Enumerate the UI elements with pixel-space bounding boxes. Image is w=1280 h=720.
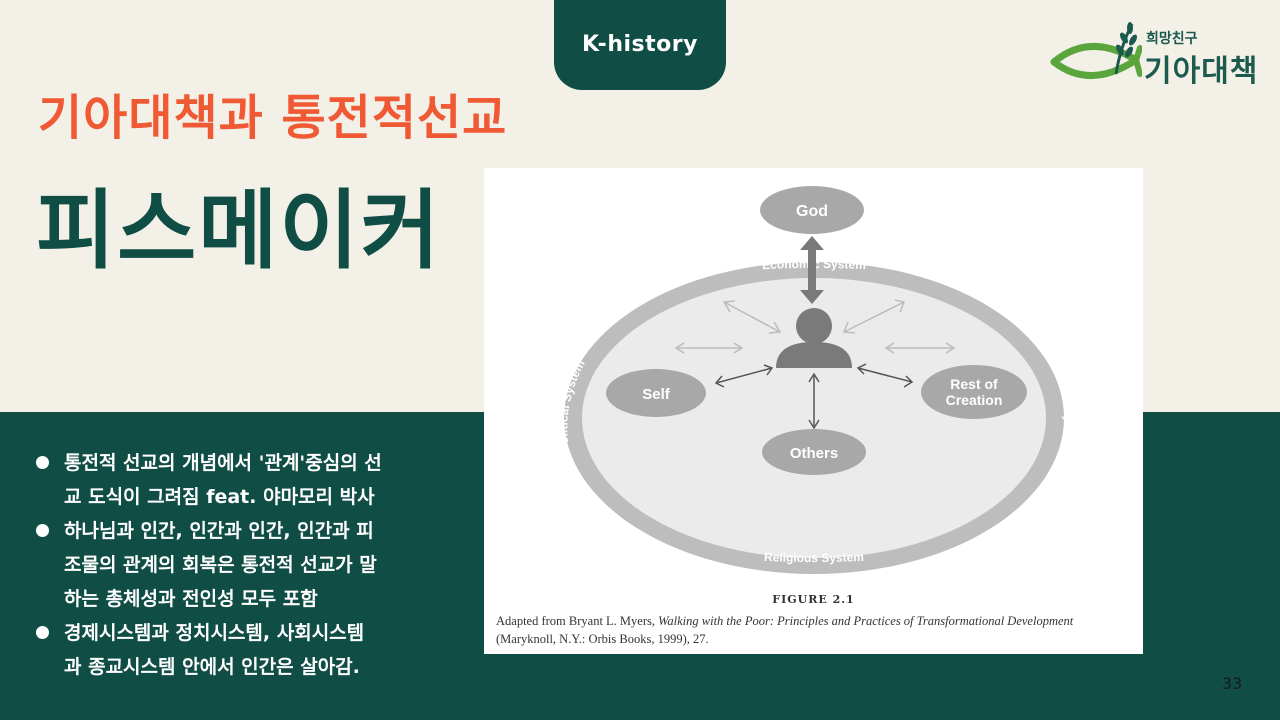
god-person-arrow	[800, 236, 824, 304]
relationship-diagram: Economic System Religious System Politic…	[556, 186, 1076, 574]
rest-of-creation-label-2: Creation	[946, 392, 1003, 408]
rest-of-creation-node	[921, 365, 1027, 419]
bullet-dot-icon	[36, 626, 49, 639]
bullet-item: 하나님과 인간, 인간과 인간, 인간과 피 조물의 관계의 회복은 통전적 선…	[30, 514, 470, 616]
figure-caption-line-2: (Maryknoll, N.Y.: Orbis Books, 1999), 27…	[496, 632, 709, 646]
logo: 희망친구 기아대책	[1050, 18, 1260, 89]
bullet-dot-icon	[36, 524, 49, 537]
bullet-list: 통전적 선교의 개념에서 '관계'중심의 선 교 도식이 그려짐 feat. 야…	[30, 446, 470, 684]
religious-system-label: Religious System	[764, 550, 864, 565]
bullet-item: 경제시스템과 정치시스템, 사회시스템 과 종교시스템 안에서 인간은 살아감.	[30, 616, 470, 684]
god-node	[760, 186, 864, 234]
god-label: God	[796, 203, 828, 220]
background-arrows	[674, 299, 956, 354]
others-node	[762, 429, 866, 475]
section-tab-label: K-history	[582, 32, 698, 57]
self-label: Self	[642, 386, 671, 403]
logo-wordmark: 기아대책	[1144, 54, 1259, 89]
self-node	[606, 369, 706, 417]
bullet-item: 통전적 선교의 개념에서 '관계'중심의 선 교 도식이 그려짐 feat. 야…	[30, 446, 470, 514]
slide-subtitle: 기아대책과 통전적선교	[38, 90, 508, 146]
rest-of-creation-label-1: Rest of	[950, 376, 998, 392]
fish-wheat-logo-icon	[1050, 22, 1142, 79]
relationship-diagram-figure: Economic System Religious System Politic…	[484, 168, 1143, 654]
relation-arrows	[714, 363, 914, 430]
figure-caption-line-1: Adapted from Bryant L. Myers, Walking wi…	[496, 614, 1074, 628]
section-tab: K-history	[554, 0, 726, 90]
page-number: 33	[1222, 674, 1243, 693]
logo-tagline: 희망친구	[1146, 31, 1198, 47]
bullet-dot-icon	[36, 456, 49, 469]
slide-title: 피스메이커	[36, 181, 442, 281]
others-label: Others	[790, 445, 838, 462]
person-icon	[776, 308, 852, 368]
figure-caption-title: FIGURE 2.1	[772, 593, 855, 606]
